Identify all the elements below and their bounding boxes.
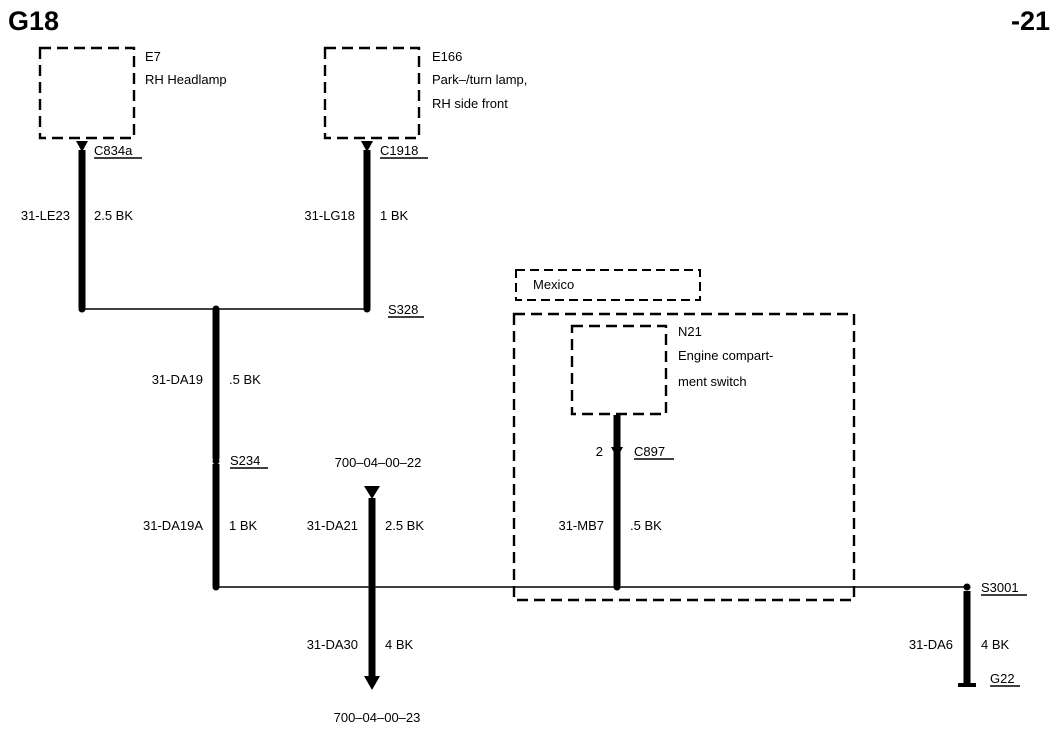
s3001-label: S3001 bbox=[981, 580, 1019, 595]
e7-desc: RH Headlamp bbox=[145, 72, 227, 87]
wire-31-mb7-circuit: 31-MB7 bbox=[558, 518, 604, 533]
wire-31-da21-spec: 2.5 BK bbox=[385, 518, 424, 533]
n21-desc-line2: ment switch bbox=[678, 374, 747, 389]
page-ref-top: 700–04–00–22 bbox=[335, 455, 422, 470]
c834a-connector-arrow bbox=[76, 141, 88, 152]
c834a-label: C834a bbox=[94, 143, 133, 158]
wire-31-da6-spec: 4 BK bbox=[981, 637, 1010, 652]
g22-label: G22 bbox=[990, 671, 1015, 686]
wire-31-mb7-spec: .5 BK bbox=[630, 518, 662, 533]
c897-pin: 2 bbox=[596, 444, 603, 459]
wire-31-da19-spec: .5 BK bbox=[229, 372, 261, 387]
wire-31-da30-spec: 4 BK bbox=[385, 637, 414, 652]
wire-31-le23-circuit: 31-LE23 bbox=[21, 208, 70, 223]
wire-31-da19a-spec: 1 BK bbox=[229, 518, 258, 533]
page-number: -21 bbox=[1011, 6, 1050, 36]
wire-31-da30-circuit: 31-DA30 bbox=[307, 637, 358, 652]
junction-dot bbox=[613, 583, 621, 591]
splice-s3001-dot bbox=[963, 583, 971, 591]
s234-label: S234 bbox=[230, 453, 260, 468]
junction-dot bbox=[78, 305, 86, 313]
page-id: G18 bbox=[8, 6, 59, 36]
e166-desc-line1: Park–/turn lamp, bbox=[432, 72, 527, 87]
e7-component-box bbox=[38, 46, 136, 140]
splice-s328-dot bbox=[363, 305, 371, 313]
s328-label: S328 bbox=[388, 302, 418, 317]
mexico-label: Mexico bbox=[533, 277, 574, 292]
c1918-connector-arrow bbox=[361, 141, 373, 152]
mexico-label-box bbox=[515, 269, 701, 301]
c1918-label: C1918 bbox=[380, 143, 418, 158]
e166-desc-line2: RH side front bbox=[432, 96, 508, 111]
junction-dot bbox=[212, 583, 220, 591]
wire-31-le23-spec: 2.5 BK bbox=[94, 208, 133, 223]
n21-component-box bbox=[570, 324, 668, 416]
e166-component-box bbox=[323, 46, 421, 140]
splice-s234-dot bbox=[212, 457, 220, 465]
mexico-region-box bbox=[512, 312, 856, 602]
c897-label: C897 bbox=[634, 444, 665, 459]
page-ref-top-arrow bbox=[364, 486, 380, 499]
n21-id: N21 bbox=[678, 324, 702, 339]
e7-id: E7 bbox=[145, 49, 161, 64]
wire-31-da21-circuit: 31-DA21 bbox=[307, 518, 358, 533]
page-ref-bottom: 700–04–00–23 bbox=[334, 710, 421, 725]
page-ref-bottom-arrow bbox=[364, 676, 380, 690]
wire-31-da19a-circuit: 31-DA19A bbox=[143, 518, 203, 533]
n21-desc-line1: Engine compart- bbox=[678, 348, 773, 363]
e166-id: E166 bbox=[432, 49, 462, 64]
wire-31-lg18-circuit: 31-LG18 bbox=[304, 208, 355, 223]
wire-31-lg18-spec: 1 BK bbox=[380, 208, 409, 223]
wire-31-da6-circuit: 31-DA6 bbox=[909, 637, 953, 652]
wire-31-da19-circuit: 31-DA19 bbox=[152, 372, 203, 387]
